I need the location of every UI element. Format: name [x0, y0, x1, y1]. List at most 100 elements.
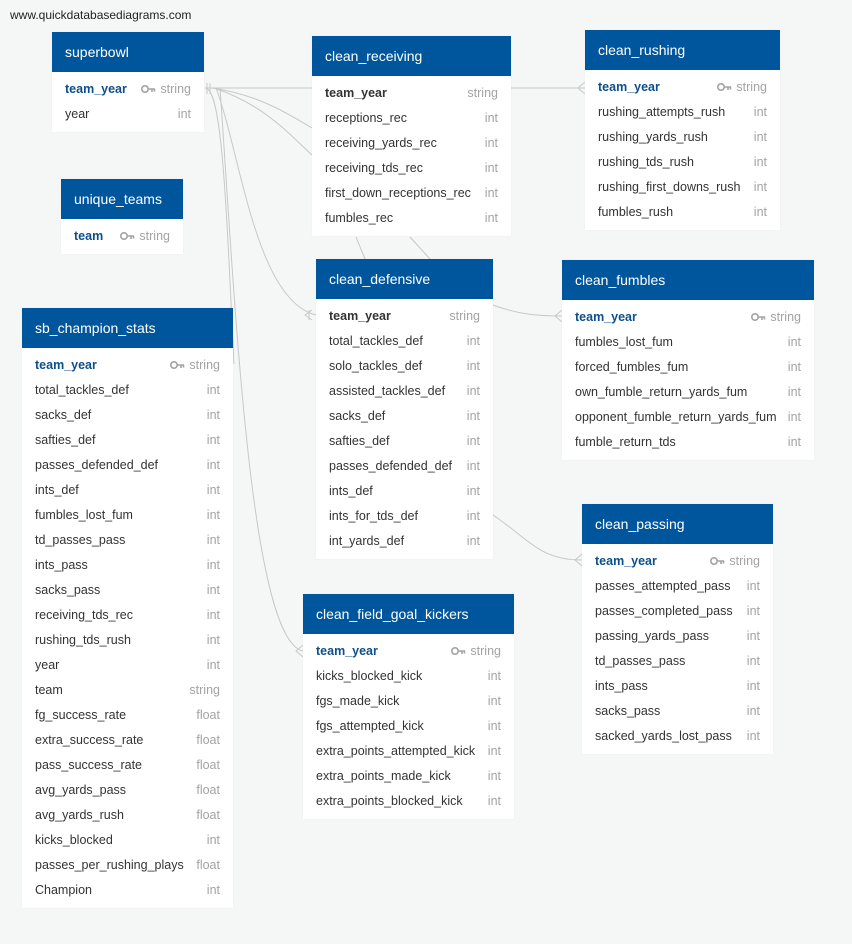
table-title[interactable]: clean_rushing [585, 30, 780, 70]
table-title[interactable]: clean_field_goal_kickers [303, 594, 514, 634]
field-type: int [747, 724, 760, 749]
field-type: int [747, 574, 760, 599]
field-type: string [170, 353, 220, 378]
key-icon [170, 360, 185, 369]
field-name: team_year [595, 554, 657, 568]
table-title[interactable]: clean_defensive [316, 259, 493, 299]
table-title[interactable]: unique_teams [61, 179, 183, 219]
field-type: int [788, 355, 801, 380]
table-title[interactable]: sb_champion_stats [22, 308, 233, 348]
table-title[interactable]: clean_passing [582, 504, 773, 544]
field-type-label: string [189, 683, 220, 697]
field-type-label: int [466, 434, 480, 448]
field-type: float [196, 803, 220, 828]
table-title[interactable]: clean_fumbles [562, 260, 814, 300]
field-type-label: int [753, 205, 767, 219]
field-name: year [35, 658, 60, 672]
table-title[interactable]: clean_receiving [312, 36, 511, 76]
field-name: opponent_fumble_return_yards_fum [575, 410, 777, 424]
table-title[interactable]: superbowl [52, 32, 204, 72]
field-type-label: string [160, 82, 191, 96]
field-type: int [485, 181, 498, 206]
